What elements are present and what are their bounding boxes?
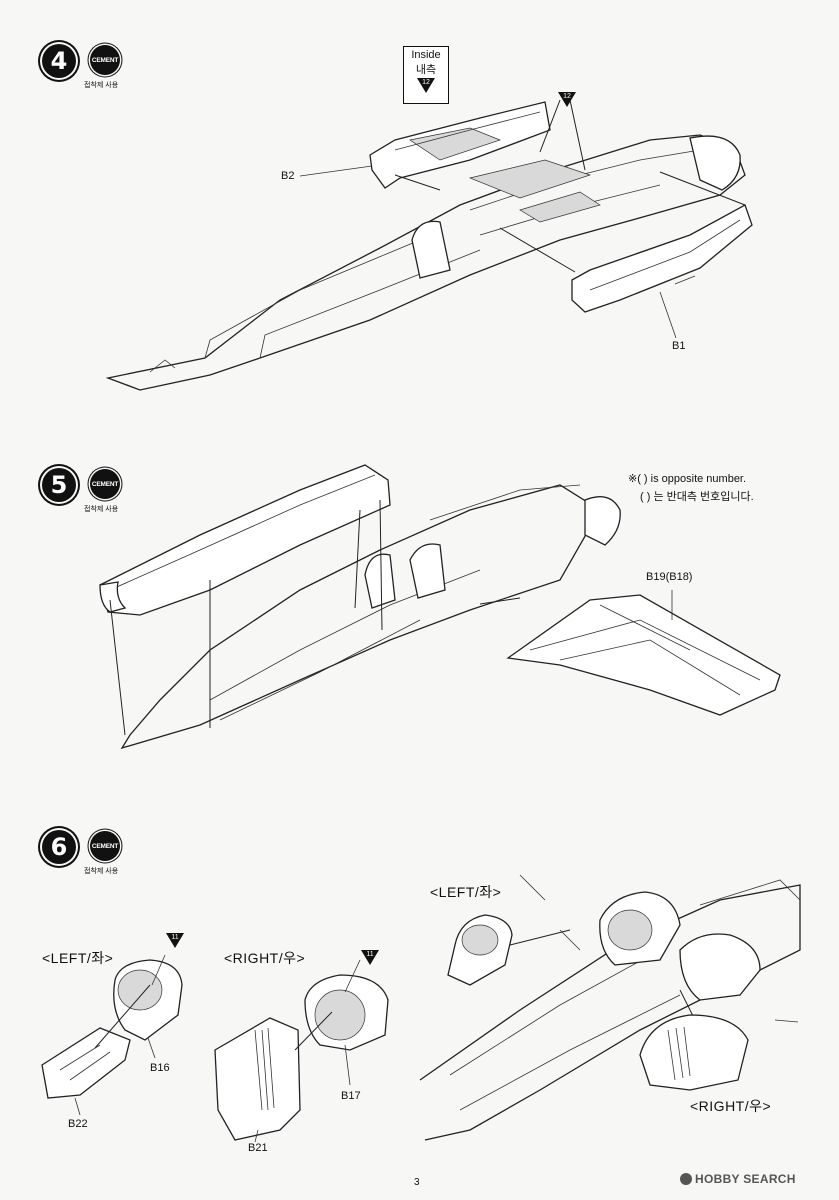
part-label-b16: B16 [150, 1062, 170, 1074]
cement-icon: CEMENT [90, 831, 120, 861]
paint-ref-triangle-icon: 11 [361, 950, 379, 965]
inside-label-ko: 내측 [415, 64, 437, 76]
cement-caption: 접착제 사용 [84, 506, 119, 513]
inside-label-en: Inside [411, 49, 441, 61]
step-6-number: 6 [42, 830, 76, 864]
watermark-text: HOBBY SEARCH [695, 1172, 796, 1186]
opposite-number-note-ko: ( ) 는 반대측 번호입니다. [640, 491, 754, 503]
right-side-label: <RIGHT/우> [224, 950, 306, 966]
cement-caption: 접착제 사용 [84, 868, 119, 875]
left-side-label-assembly: <LEFT/좌> [430, 884, 502, 900]
inside-callout: Inside 내측 12 [403, 46, 449, 104]
part-label-b1: B1 [672, 340, 686, 352]
cement-icon: CEMENT [90, 45, 120, 75]
watermark-logo-icon [680, 1173, 692, 1185]
part-label-b17: B17 [341, 1090, 361, 1102]
step6-intake-drawings [41, 874, 801, 1143]
part-label-b21: B21 [248, 1142, 268, 1154]
step-5-number: 5 [42, 468, 76, 502]
paint-ref-number: 12 [563, 93, 571, 100]
part-label-b19: B19(B18) [646, 571, 693, 583]
paint-ref-number: 11 [366, 951, 374, 958]
paint-ref-triangle-icon: 11 [166, 933, 184, 948]
step-4-number: 4 [42, 44, 76, 78]
paint-ref-number: 12 [422, 79, 430, 86]
paint-ref-triangle-icon: 12 [417, 78, 435, 93]
watermark: HOBBY SEARCH [680, 1172, 796, 1186]
step4-fuselage-drawing [105, 99, 753, 391]
left-side-label: <LEFT/좌> [42, 950, 114, 966]
paint-ref-number: 11 [171, 934, 179, 941]
page-number: 3 [414, 1177, 420, 1188]
part-label-b22: B22 [68, 1118, 88, 1130]
cement-icon: CEMENT [90, 469, 120, 499]
opposite-number-note-en: ※( ) is opposite number. [628, 473, 747, 485]
paint-ref-triangle-icon: 12 [558, 92, 576, 107]
step5-fuselage-drawing [99, 464, 781, 750]
right-side-label-assembly: <RIGHT/우> [690, 1098, 772, 1114]
cement-caption: 접착제 사용 [84, 82, 119, 89]
part-label-b2: B2 [281, 170, 295, 182]
